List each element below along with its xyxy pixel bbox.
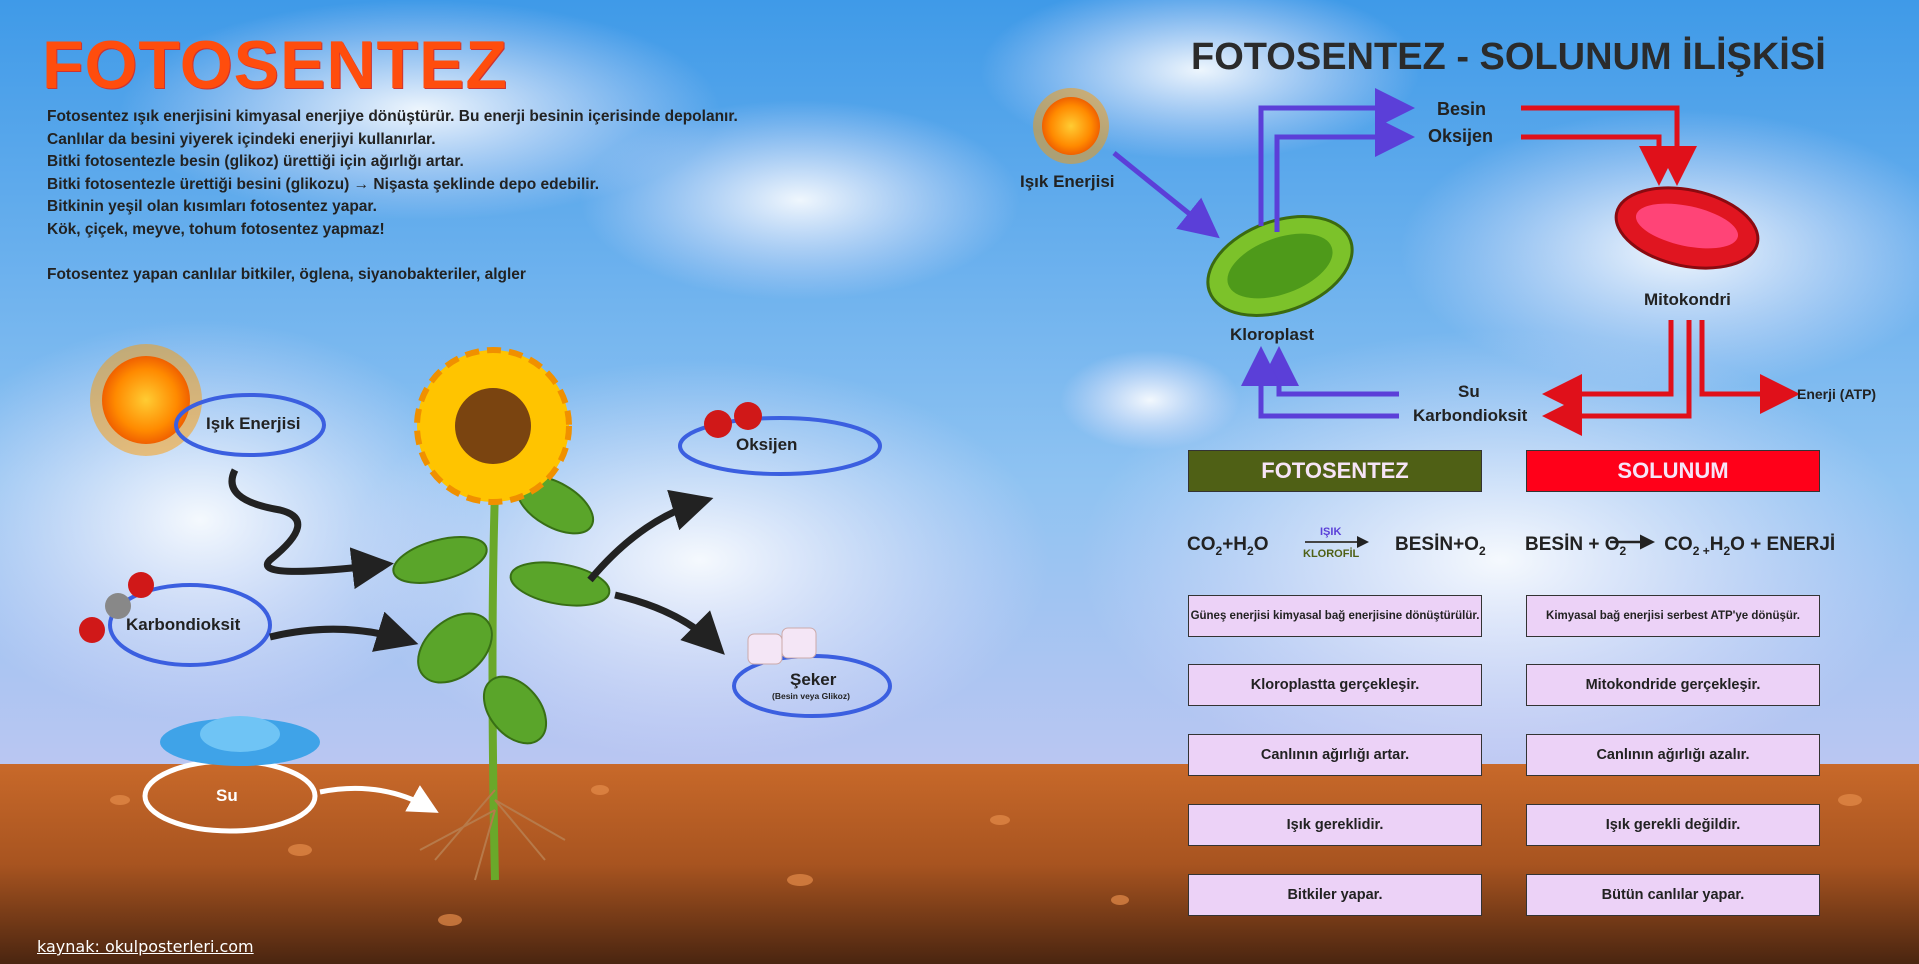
cycle-oxygen: Oksijen <box>1428 126 1494 146</box>
arrow-label-light: IŞIK <box>1320 526 1342 538</box>
photosynthesis-equation-left: CO2+H2O <box>1187 534 1269 558</box>
soil <box>0 764 1919 964</box>
label-water: Su <box>216 786 238 805</box>
intro-line: Bitki fotosentezle besin (glikoz) üretti… <box>47 153 464 171</box>
photosynthesis-fact: Kloroplastta gerçekleşir. <box>1188 664 1482 706</box>
respiration-fact: Mitokondride gerçekleşir. <box>1526 664 1820 706</box>
intro-line: Fotosentez ışık enerjisini kimyasal ener… <box>47 108 738 125</box>
label-sugar: Şeker <box>790 670 837 689</box>
sun-icon <box>90 344 202 456</box>
intro-paragraph: Fotosentez ışık enerjisini kimyasal ener… <box>47 106 738 287</box>
intro-line: Canlılar da besini yiyerek içindeki ener… <box>47 130 436 148</box>
respiration-fact: Bütün canlılar yapar. <box>1526 874 1820 916</box>
cycle-chloroplast: Kloroplast <box>1230 325 1315 344</box>
respiration-fact: Işık gerekli değildir. <box>1526 804 1820 846</box>
photosynthesis-fact: Işık gereklidir. <box>1188 804 1482 846</box>
label-co2: Karbondioksit <box>126 615 241 634</box>
intro-line: Kök, çiçek, meyve, tohum fotosentez yapm… <box>47 220 385 238</box>
cycle-co2: Karbondioksit <box>1413 406 1528 425</box>
label-sugar-sub: (Besin veya Glikoz) <box>772 691 850 701</box>
intro-line: Bitkinin yeşil olan kısımları fotosentez… <box>47 198 377 216</box>
label-light-energy: Işık Enerjisi <box>206 414 301 433</box>
respiration-fact: Canlının ağırlığı azalır. <box>1526 734 1820 776</box>
photosynthesis-equation-right: BESİN+O2 <box>1395 534 1486 558</box>
spacer <box>47 242 738 265</box>
intro-line: Fotosentez yapan canlılar bitkiler, ögle… <box>47 266 526 284</box>
relation-title: FOTOSENTEZ - SOLUNUM İLİŞKİSİ <box>1191 36 1826 78</box>
mitochondria-icon <box>1614 186 1760 270</box>
photosynthesis-fact: Bitkiler yapar. <box>1188 874 1482 916</box>
arrow-label-chlorophyll: KLOROFİL <box>1303 548 1360 560</box>
cycle-energy: Enerji (ATP) <box>1797 386 1877 402</box>
label-oxygen: Oksijen <box>736 435 798 454</box>
source-link[interactable]: kaynak: okulposterleri.com <box>37 937 254 956</box>
chloroplast-icon <box>1206 215 1354 317</box>
respiration-fact: Kimyasal bağ enerjisi serbest ATP'ye dön… <box>1526 595 1820 637</box>
respiration-header: SOLUNUM <box>1526 450 1820 492</box>
cycle-food: Besin <box>1437 99 1487 119</box>
sunflower-plant <box>392 347 611 881</box>
sun-icon <box>1033 88 1109 164</box>
cycle-water: Su <box>1458 382 1480 401</box>
cycle-light: Işık Enerjisi <box>1020 172 1115 191</box>
photosynthesis-fact: Canlının ağırlığı artar. <box>1188 734 1482 776</box>
photosynthesis-header: FOTOSENTEZ <box>1188 450 1482 492</box>
page-title: FOTOSENTEZ <box>42 27 508 103</box>
cycle-mitochondria: Mitokondri <box>1644 290 1731 309</box>
photosynthesis-fact: Güneş enerjisi kimyasal bağ enerjisine d… <box>1188 595 1482 637</box>
intro-line: Bitki fotosentezle ürettiği besini (glik… <box>47 175 600 193</box>
